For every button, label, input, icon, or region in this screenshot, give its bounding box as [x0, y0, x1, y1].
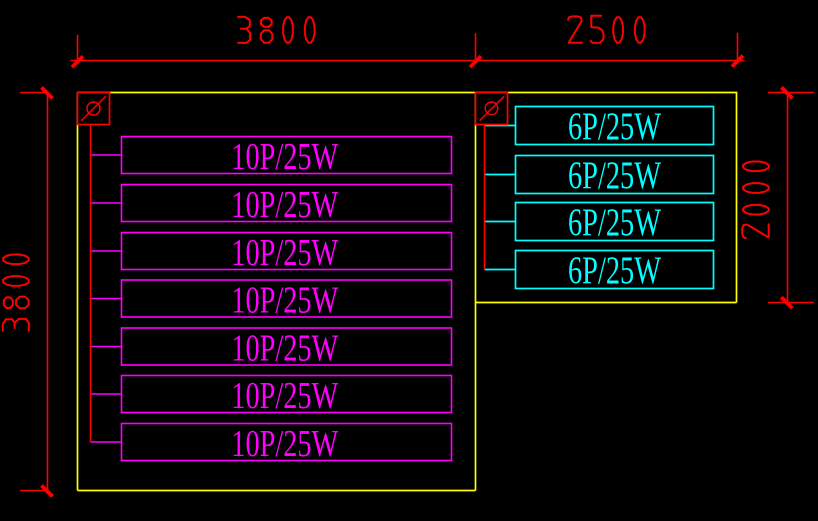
svg-text:10P/25W: 10P/25W	[231, 375, 338, 417]
svg-text:10P/25W: 10P/25W	[231, 423, 338, 465]
svg-text:6P/25W: 6P/25W	[568, 248, 662, 292]
svg-text:6P/25W: 6P/25W	[568, 200, 662, 244]
svg-text:6P/25W: 6P/25W	[568, 153, 662, 197]
svg-text:10P/25W: 10P/25W	[231, 184, 338, 226]
svg-text:10P/25W: 10P/25W	[231, 280, 338, 322]
svg-text:6P/25W: 6P/25W	[568, 104, 662, 148]
svg-text:10P/25W: 10P/25W	[231, 136, 338, 178]
svg-text:10P/25W: 10P/25W	[231, 328, 338, 370]
svg-text:10P/25W: 10P/25W	[231, 232, 338, 274]
